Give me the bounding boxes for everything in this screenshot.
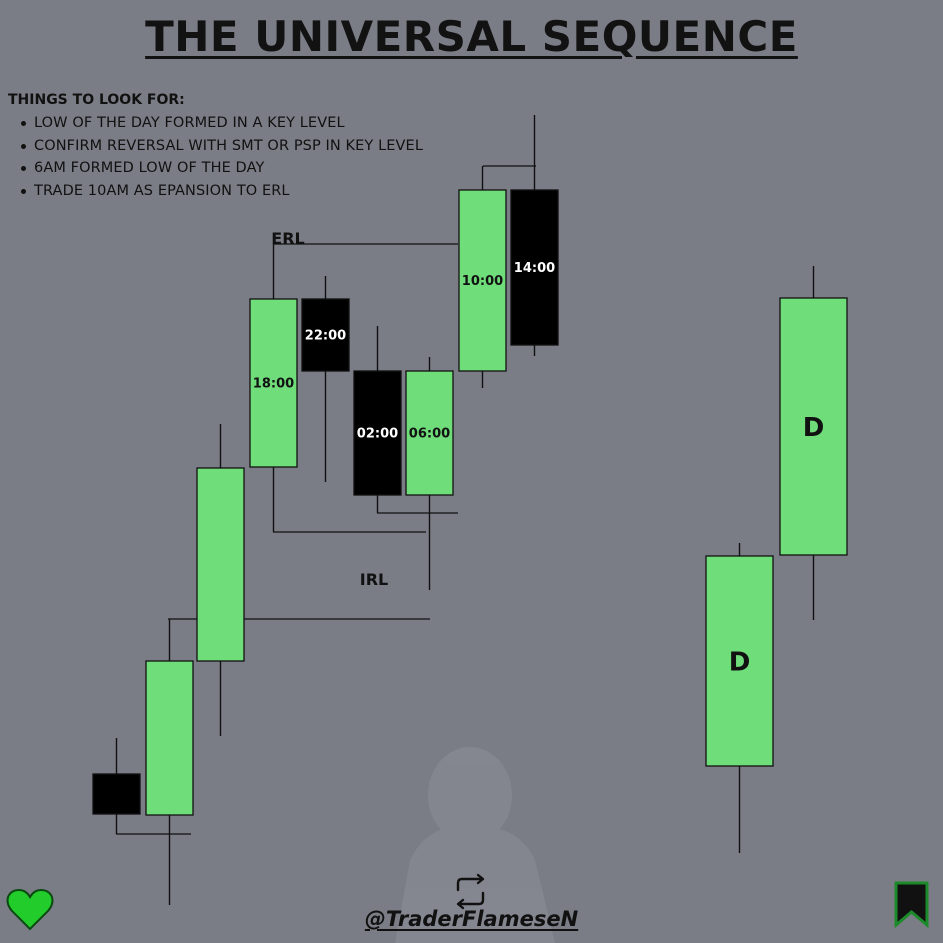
candle-label: D	[729, 647, 751, 677]
checklist: THINGS TO LOOK FOR: LOW OF THE DAY FORME…	[8, 92, 423, 202]
checklist-item: CONFIRM REVERSAL WITH SMT OR PSP IN KEY …	[21, 135, 423, 158]
heart-icon[interactable]	[6, 888, 54, 931]
candle-body	[301, 298, 350, 372]
candle-label: D	[803, 413, 825, 443]
candle-label: 06:00	[409, 427, 450, 442]
candle-1400: 14:00	[510, 115, 559, 356]
candle-2200: 22:00	[301, 276, 350, 482]
daily-candle-D: D	[705, 543, 774, 853]
candle-body	[705, 555, 774, 767]
checklist-item: LOW OF THE DAY FORMED IN A KEY LEVEL	[21, 112, 423, 135]
candle-body	[145, 660, 194, 816]
candle-1000: 10:00	[458, 166, 507, 388]
irl-label: IRL	[360, 570, 388, 589]
candle-1	[145, 619, 194, 905]
erl-label: ERL	[271, 229, 304, 248]
candle-body	[510, 189, 559, 346]
candle-1800: 18:00	[249, 244, 298, 532]
candle-label: 10:00	[462, 274, 503, 289]
page-title: THE UNIVERSAL SEQUENCE	[145, 12, 798, 61]
candle-label: 14:00	[514, 261, 555, 276]
checklist-item: TRADE 10AM AS EPANSION TO ERL	[21, 180, 423, 203]
author-handle: @TraderFlameseN	[364, 907, 579, 931]
checklist-list: LOW OF THE DAY FORMED IN A KEY LEVEL CON…	[8, 112, 423, 202]
checklist-item: 6AM FORMED LOW OF THE DAY	[21, 157, 423, 180]
candle-0200: 02:00	[353, 326, 402, 513]
candle-body	[779, 297, 848, 556]
candle-body	[458, 189, 507, 372]
candle-body	[92, 773, 141, 815]
daily-candle-D: D	[779, 266, 848, 620]
bookmark-icon[interactable]	[894, 881, 929, 929]
checklist-heading: THINGS TO LOOK FOR:	[8, 92, 185, 108]
candle-body	[353, 370, 402, 496]
candle-label: 18:00	[253, 377, 294, 392]
repost-icon[interactable]	[456, 873, 485, 910]
candle-body	[196, 467, 245, 662]
watermark-figure	[395, 747, 555, 943]
candle-label: 22:00	[305, 329, 346, 344]
candle-0	[92, 738, 141, 834]
candle-2	[196, 424, 245, 736]
candle-label: 02:00	[357, 427, 398, 442]
candle-0600: 06:00	[405, 357, 454, 590]
candle-body	[405, 370, 454, 496]
candle-body	[249, 298, 298, 468]
